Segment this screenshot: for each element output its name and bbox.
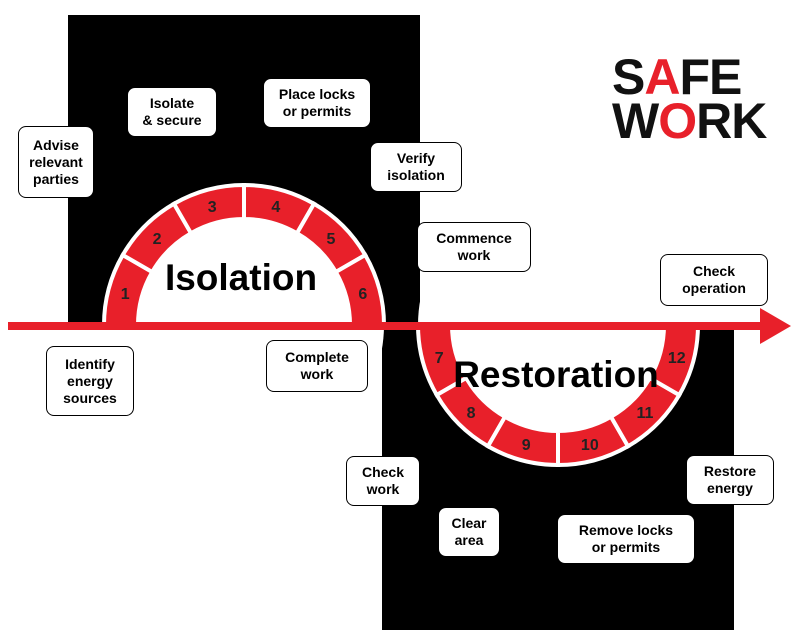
step-number-7: 7 — [435, 350, 444, 367]
label-remove-locks: Remove locks or permits — [557, 514, 695, 564]
label-clear-area: Clear area — [438, 507, 500, 557]
step-number-6: 6 — [358, 286, 367, 303]
step-number-2: 2 — [153, 231, 162, 248]
label-check-work: Check work — [346, 456, 420, 506]
step-number-4: 4 — [271, 199, 280, 216]
label-advise-relevant-parties: Advise relevant parties — [18, 126, 94, 198]
label-place-locks: Place locks or permits — [263, 78, 371, 128]
label-verify-isolation: Verify isolation — [370, 142, 462, 192]
step-number-11: 11 — [637, 405, 654, 422]
label-commence-work: Commence work — [417, 222, 531, 272]
step-number-3: 3 — [208, 199, 217, 216]
step-number-8: 8 — [467, 405, 476, 422]
logo-letter-accent: O — [658, 93, 697, 149]
logo-letter: S — [612, 49, 645, 105]
label-isolate-secure: Isolate & secure — [127, 87, 217, 137]
step-number-1: 1 — [121, 286, 130, 303]
step-number-5: 5 — [327, 231, 336, 248]
restoration-title: Restoration — [453, 354, 659, 395]
logo-letter: K — [731, 93, 767, 149]
logo-letter: R — [696, 93, 732, 149]
logo-letter: F — [679, 49, 710, 105]
isolation-title: Isolation — [165, 257, 317, 298]
step-number-12: 12 — [668, 350, 686, 367]
step-number-10: 10 — [581, 437, 599, 454]
step-number-9: 9 — [522, 437, 531, 454]
label-complete-work: Complete work — [266, 340, 368, 392]
logo-letter: W — [612, 93, 659, 149]
restoration-steps-ring: 7 8 9 10 11 12 — [415, 323, 701, 468]
logo-letter-accent: A — [644, 49, 680, 105]
logo-letter: E — [709, 49, 742, 105]
label-restore-energy: Restore energy — [686, 455, 774, 505]
timeline-arrow-head — [760, 308, 791, 344]
timeline-arrow-shaft — [8, 322, 768, 330]
label-identify-energy-sources: Identify energy sources — [46, 346, 134, 416]
label-check-operation: Check operation — [660, 254, 768, 306]
